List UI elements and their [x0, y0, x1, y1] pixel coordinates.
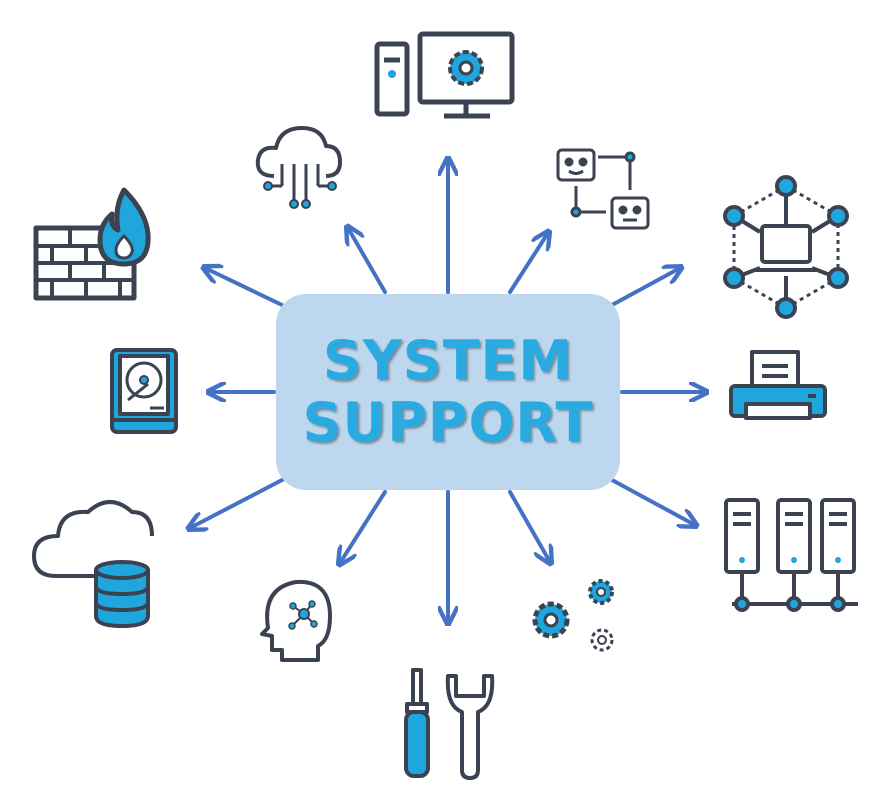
title-line-system: SYSTEM: [322, 329, 574, 392]
title-line-support: SUPPORT: [302, 391, 594, 454]
cloud-database-icon: [32, 500, 154, 628]
printer-icon: [729, 350, 827, 420]
hard-drive-icon: [110, 348, 178, 434]
system-support-box: SYSTEM SUPPORT: [276, 294, 620, 490]
arrow-right-upper: [610, 268, 680, 307]
network-topology-icon: [723, 175, 849, 319]
firewall-icon: [33, 187, 151, 301]
arrow-left-upper: [205, 268, 284, 307]
gears-icon: [532, 579, 614, 652]
arrow-right-lower: [610, 478, 695, 525]
arrows: [190, 160, 705, 622]
computer-settings-icon: [374, 31, 515, 119]
robots-network-icon: [556, 148, 650, 230]
server-rack-icon: [724, 498, 858, 612]
arrow-down-right: [508, 490, 550, 562]
arrow-left-lower: [190, 478, 284, 528]
arrow-up-right: [508, 233, 548, 294]
tools-icon: [404, 668, 495, 780]
cloud-computing-icon: [255, 126, 342, 209]
arrow-up-left: [348, 228, 387, 294]
arrow-down-left: [340, 490, 387, 563]
ai-head-icon: [260, 579, 332, 662]
